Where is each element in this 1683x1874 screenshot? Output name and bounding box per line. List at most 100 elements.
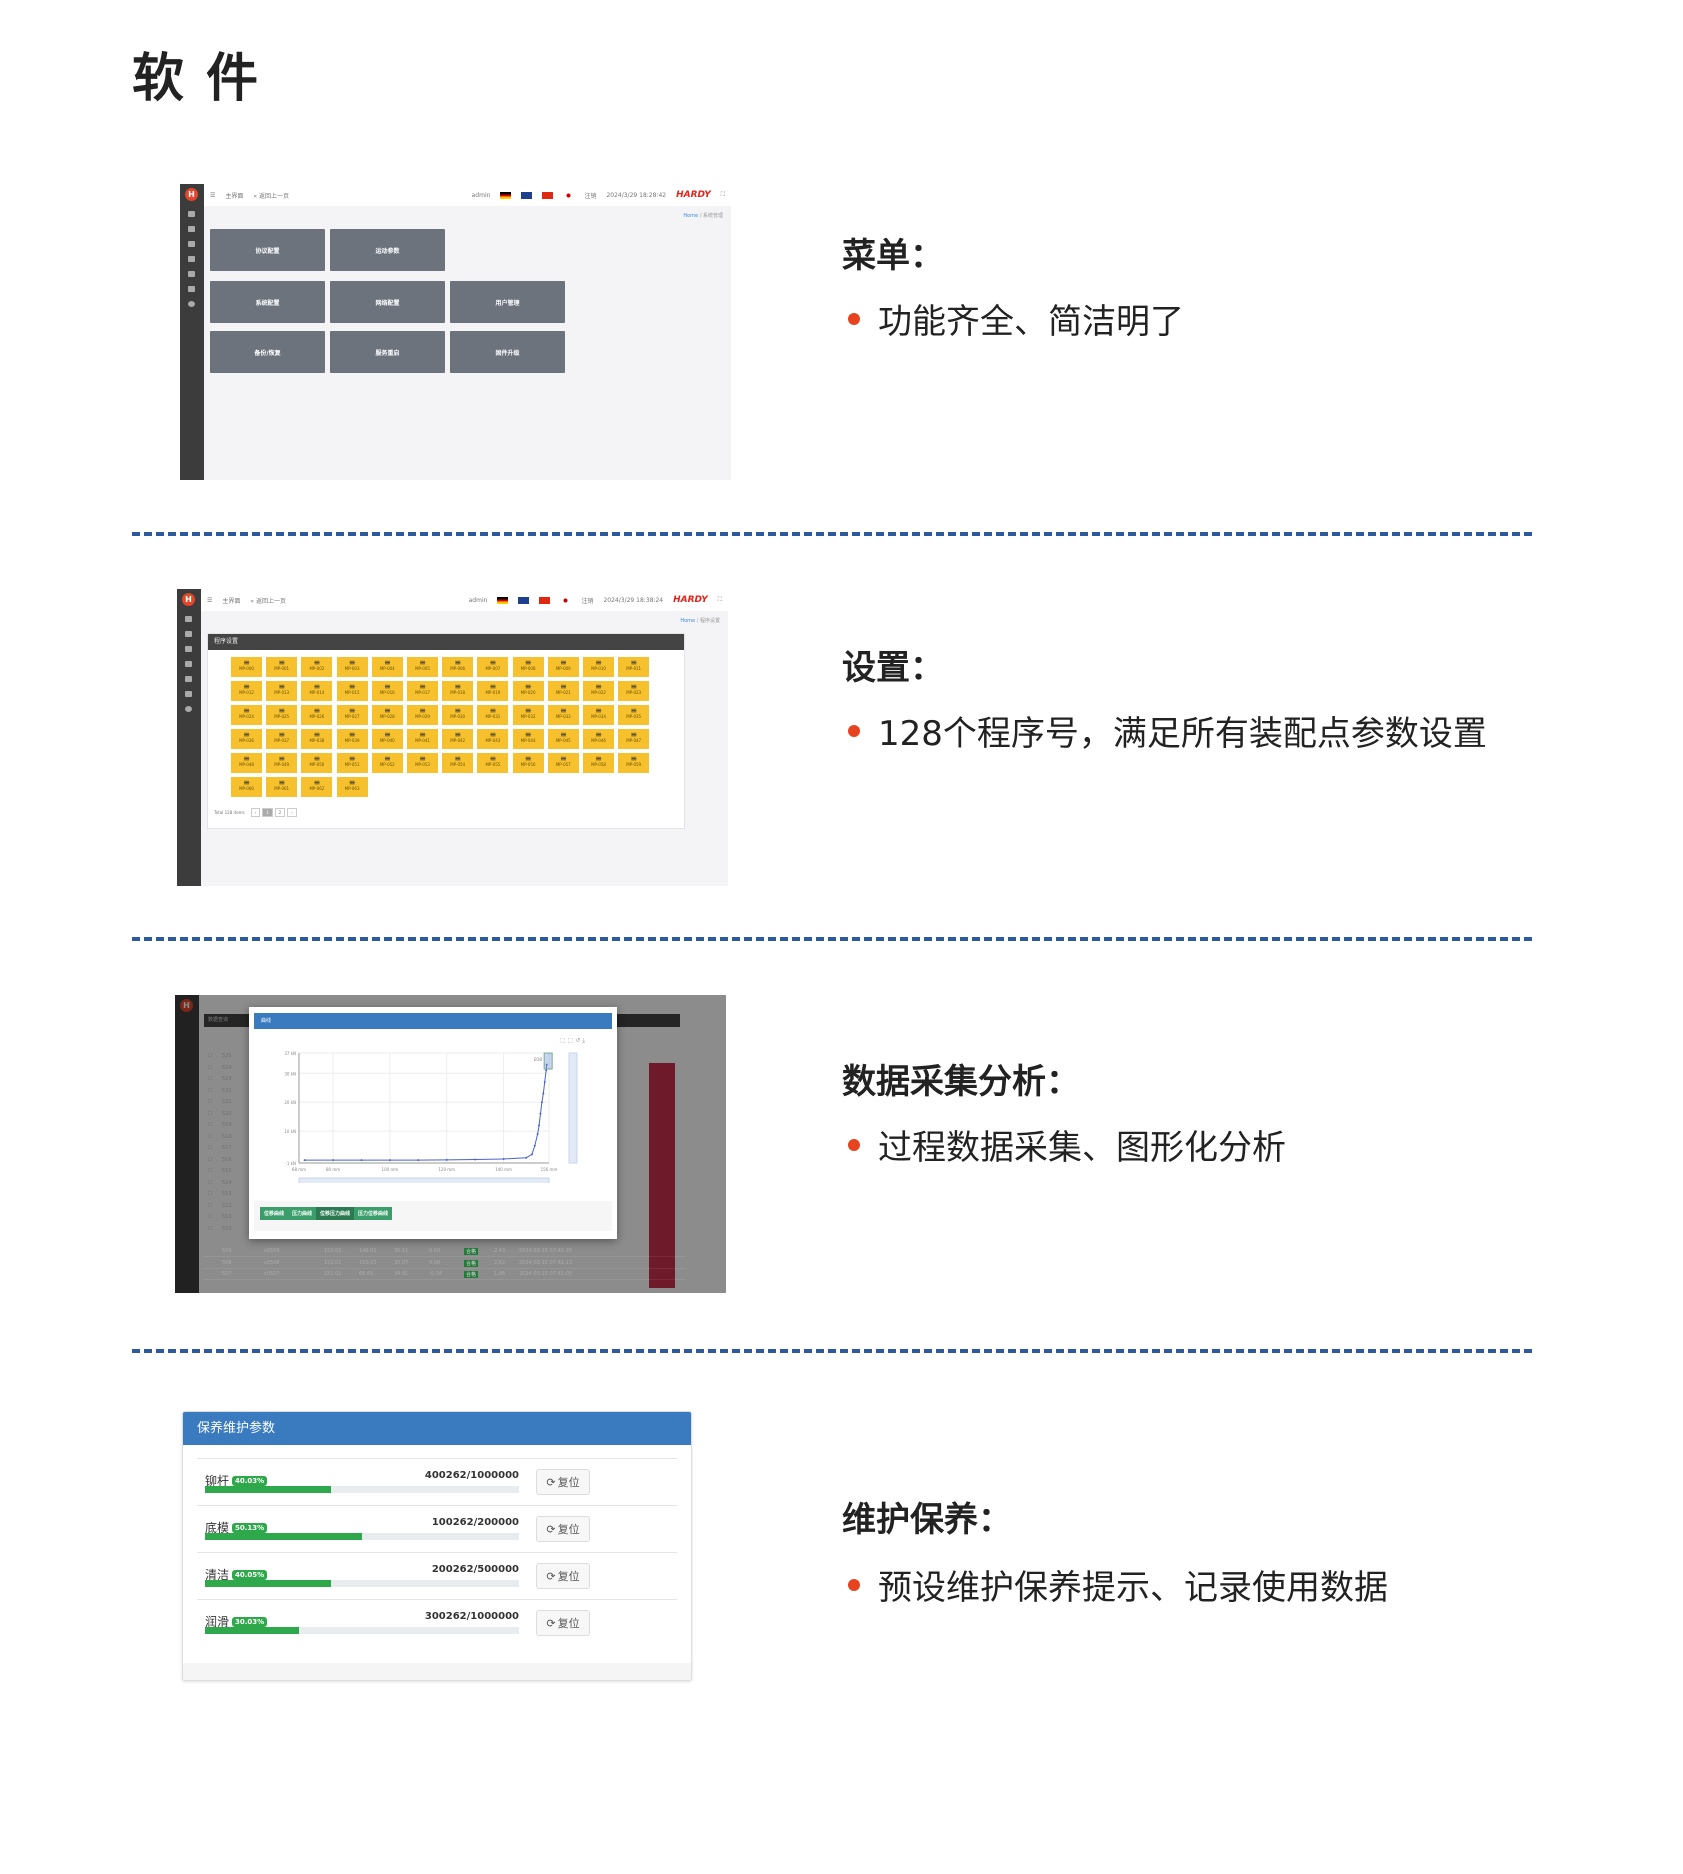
program-tile[interactable]: ≡MP-015 bbox=[336, 681, 368, 701]
pressure-curve-button[interactable]: 压力曲线 bbox=[288, 1207, 317, 1220]
program-tile[interactable]: ≡MP-012 bbox=[231, 681, 262, 701]
row-checkbox[interactable]: ☐ bbox=[208, 1064, 213, 1071]
row-checkbox[interactable]: ☐ bbox=[208, 1179, 213, 1186]
reset-button[interactable]: ⟳复位 bbox=[536, 1563, 590, 1589]
flag-jp-icon[interactable] bbox=[563, 191, 575, 199]
logout-link[interactable]: 注销 bbox=[584, 192, 597, 200]
home-link[interactable]: 主界面 bbox=[225, 192, 244, 200]
program-tile[interactable]: ≡MP-045 bbox=[547, 729, 579, 749]
gear-icon[interactable] bbox=[188, 301, 195, 307]
row-checkbox[interactable]: ☐ bbox=[208, 1191, 213, 1197]
program-tile[interactable]: ≡MP-010 bbox=[583, 657, 614, 677]
program-tile[interactable]: ≡MP-029 bbox=[407, 705, 438, 725]
program-tile[interactable]: ≡MP-044 bbox=[512, 729, 544, 749]
program-tile[interactable]: ≡MP-034 bbox=[583, 705, 614, 725]
program-tile[interactable]: ≡MP-038 bbox=[301, 729, 333, 749]
program-tile[interactable]: ≡MP-061 bbox=[266, 777, 298, 797]
chart-toolbox-icons[interactable]: ⬚⬚↺⤓ bbox=[559, 1037, 587, 1044]
program-tile[interactable]: ≡MP-018 bbox=[442, 681, 474, 701]
program-tile[interactable]: ≡MP-048 bbox=[231, 753, 262, 773]
fullscreen-icon[interactable]: ⛶ bbox=[717, 596, 722, 603]
program-tile[interactable]: ≡MP-053 bbox=[407, 753, 438, 773]
user-name[interactable]: admin bbox=[471, 191, 491, 199]
program-tile[interactable]: ≡MP-059 bbox=[618, 753, 650, 773]
program-tile[interactable]: ≡MP-016 bbox=[371, 681, 403, 701]
program-tile[interactable]: ≡MP-000 bbox=[231, 657, 262, 677]
row-checkbox[interactable]: ☐ bbox=[208, 1122, 213, 1128]
menu-button-users[interactable]: 用户管理 bbox=[450, 281, 565, 323]
program-tile[interactable]: ≡MP-051 bbox=[336, 753, 368, 773]
menu-button-restart[interactable]: 服务重启 bbox=[330, 331, 445, 373]
program-tile[interactable]: ≡MP-063 bbox=[336, 777, 368, 797]
program-tile[interactable]: ≡MP-033 bbox=[547, 705, 579, 725]
program-tile[interactable]: ≡MP-054 bbox=[442, 753, 474, 773]
program-tile[interactable]: ≡MP-032 bbox=[512, 705, 544, 725]
row-checkbox[interactable]: ☐ bbox=[208, 1202, 213, 1209]
menu-toggle-icon[interactable]: ☰ bbox=[210, 191, 216, 199]
program-tile[interactable]: ≡MP-002 bbox=[301, 657, 333, 677]
program-tile[interactable]: ≡MP-024 bbox=[231, 705, 262, 725]
back-link[interactable]: « 返回上一页 bbox=[250, 597, 286, 605]
program-tile[interactable]: ≡MP-039 bbox=[336, 729, 368, 749]
program-tile[interactable]: ≡MP-049 bbox=[266, 753, 298, 773]
menu-button-system[interactable]: 系统配置 bbox=[210, 281, 325, 323]
reset-button[interactable]: ⟳复位 bbox=[536, 1516, 590, 1542]
program-tile[interactable]: ≡MP-019 bbox=[477, 681, 509, 701]
row-checkbox[interactable]: ☐ bbox=[208, 1156, 213, 1163]
copy-icon[interactable] bbox=[185, 691, 192, 697]
list-icon[interactable] bbox=[188, 256, 195, 262]
program-tile[interactable]: ≡MP-020 bbox=[512, 681, 544, 701]
breadcrumb-home[interactable]: Home bbox=[683, 213, 699, 219]
menu-button-firmware[interactable]: 固件升级 bbox=[450, 331, 565, 373]
flag-cn-icon[interactable] bbox=[539, 596, 551, 604]
program-tile[interactable]: ≡MP-014 bbox=[301, 681, 333, 701]
program-tile[interactable]: ≡MP-030 bbox=[442, 705, 474, 725]
program-tile[interactable]: ≡MP-057 bbox=[547, 753, 579, 773]
breadcrumb-home[interactable]: Home bbox=[680, 618, 696, 624]
program-tile[interactable]: ≡MP-062 bbox=[301, 777, 333, 797]
program-tile[interactable]: ≡MP-036 bbox=[231, 729, 262, 749]
dashboard-icon[interactable] bbox=[185, 616, 192, 622]
menu-button-protocol[interactable]: 协议配置 bbox=[210, 229, 325, 271]
program-tile[interactable]: ≡MP-040 bbox=[371, 729, 403, 749]
program-tile[interactable]: ≡MP-042 bbox=[442, 729, 474, 749]
row-checkbox[interactable]: ☐ bbox=[208, 1110, 213, 1117]
back-link[interactable]: « 返回上一页 bbox=[253, 192, 289, 200]
page-1-button[interactable]: 1 bbox=[262, 808, 273, 817]
logout-link[interactable]: 注销 bbox=[581, 597, 594, 605]
prev-page-button[interactable]: ‹ bbox=[250, 808, 261, 817]
program-tile[interactable]: ≡MP-022 bbox=[583, 681, 614, 701]
row-checkbox[interactable]: ☐ bbox=[208, 1076, 213, 1082]
monitor-icon[interactable] bbox=[185, 676, 192, 682]
row-checkbox[interactable]: ☐ bbox=[208, 1168, 213, 1174]
program-tile[interactable]: ≡MP-046 bbox=[583, 729, 614, 749]
program-tile[interactable]: ≡MP-009 bbox=[547, 657, 579, 677]
list-icon[interactable] bbox=[185, 661, 192, 667]
row-checkbox[interactable]: ☐ bbox=[208, 1053, 213, 1059]
menu-toggle-icon[interactable]: ☰ bbox=[207, 596, 213, 604]
program-tile[interactable]: ≡MP-047 bbox=[618, 729, 650, 749]
program-tile[interactable]: ≡MP-011 bbox=[618, 657, 650, 677]
list-icon[interactable] bbox=[185, 631, 192, 637]
program-tile[interactable]: ≡MP-056 bbox=[512, 753, 544, 773]
pressure-displacement-button[interactable]: 压力位移曲线 bbox=[354, 1207, 393, 1220]
displacement-curve-button[interactable]: 位移曲线 bbox=[260, 1207, 289, 1220]
reset-button[interactable]: ⟳复位 bbox=[536, 1469, 590, 1495]
flag-cn-icon[interactable] bbox=[542, 191, 554, 199]
gear-icon[interactable] bbox=[185, 706, 192, 712]
reset-button[interactable]: ⟳复位 bbox=[536, 1610, 590, 1636]
program-tile[interactable]: ≡MP-041 bbox=[407, 729, 438, 749]
row-checkbox[interactable]: ☐ bbox=[208, 1099, 213, 1105]
program-tile[interactable]: ≡MP-060 bbox=[231, 777, 262, 797]
menu-button-network[interactable]: 网络配置 bbox=[330, 281, 445, 323]
row-checkbox[interactable]: ☐ bbox=[208, 1087, 213, 1094]
flag-de-icon[interactable] bbox=[497, 596, 509, 604]
program-tile[interactable]: ≡MP-055 bbox=[477, 753, 509, 773]
program-tile[interactable]: ≡MP-028 bbox=[371, 705, 403, 725]
program-tile[interactable]: ≡MP-004 bbox=[371, 657, 403, 677]
flag-uk-icon[interactable] bbox=[521, 191, 533, 199]
next-page-button[interactable]: › bbox=[287, 808, 297, 817]
program-tile[interactable]: ≡MP-026 bbox=[301, 705, 333, 725]
